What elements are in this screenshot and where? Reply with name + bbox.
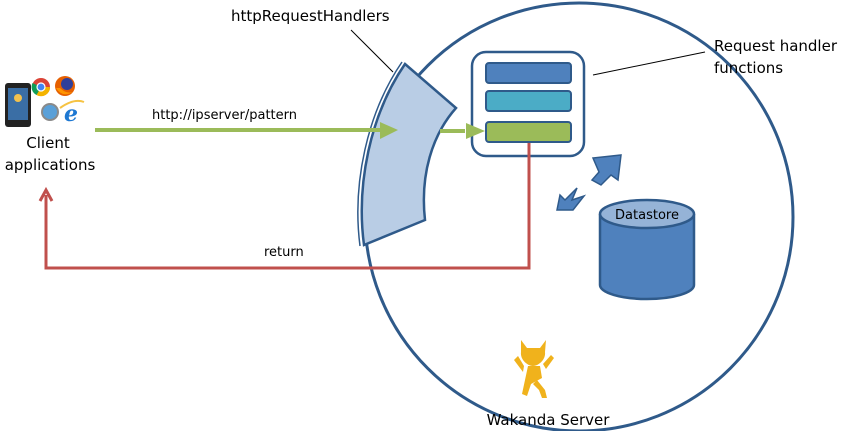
functions-callout-line <box>592 51 706 76</box>
wakanda-mascot-icon <box>514 340 554 398</box>
forward-arrow-head <box>466 123 485 139</box>
client-label-1: Client <box>26 134 70 152</box>
datastore-cylinder <box>598 198 696 301</box>
http-request-handlers-band <box>360 62 458 247</box>
client-applications-icons: e <box>5 76 85 127</box>
band-outer-edge <box>357 61 403 247</box>
internet-explorer-icon: e <box>59 99 85 127</box>
request-url-label: http://ipserver/pattern <box>152 108 297 123</box>
request-handler-functions-label-2: functions <box>714 59 783 77</box>
handler-function-bar-3[interactable] <box>485 121 572 143</box>
datastore-access-arrows <box>556 154 622 211</box>
datastore-label: Datastore <box>615 208 679 223</box>
handler-function-bar-1[interactable] <box>485 62 572 84</box>
svg-text:e: e <box>64 101 78 127</box>
http-handlers-callout-line <box>350 29 394 73</box>
request-handler-functions-label-1: Request handler <box>714 37 838 55</box>
safari-icon <box>41 103 59 121</box>
return-label: return <box>264 245 304 260</box>
handler-function-bar-2[interactable] <box>485 90 572 112</box>
firefox-icon <box>55 76 75 96</box>
http-request-handlers-label: httpRequestHandlers <box>231 7 390 25</box>
return-arrow-head <box>38 186 54 202</box>
client-label-2: applications <box>5 156 96 174</box>
chrome-icon <box>31 78 51 97</box>
return-arrow <box>44 143 531 270</box>
request-arrow-head <box>380 122 398 139</box>
server-label: Wakanda Server <box>487 411 611 429</box>
smartphone-icon <box>5 83 31 127</box>
